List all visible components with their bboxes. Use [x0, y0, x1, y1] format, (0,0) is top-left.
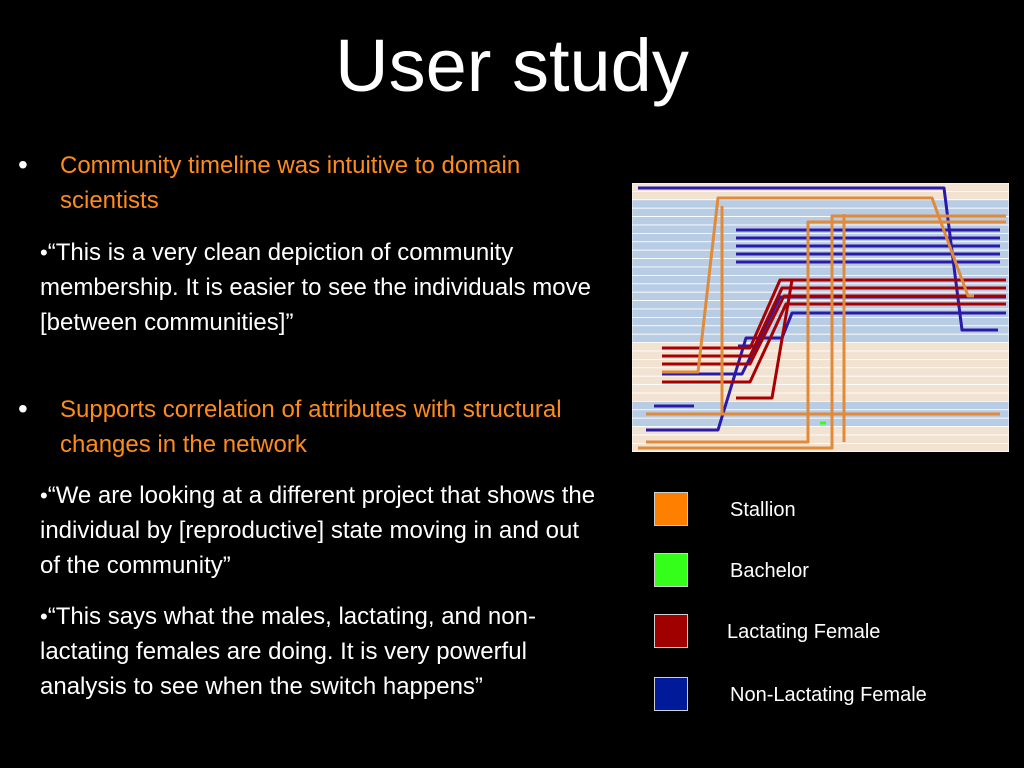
- legend-label-lactating-female: Lactating Female: [727, 621, 881, 643]
- sub-bullet-marker: •: [40, 240, 48, 265]
- trajectory-line: [736, 278, 1006, 400]
- legend-swatch-non-lactating-female: [654, 677, 688, 711]
- bullet-community-timeline: Community timeline was intuitive to doma…: [60, 152, 521, 214]
- legend-swatch-bachelor: [654, 553, 688, 587]
- quote-text: “We are looking at a different project t…: [40, 482, 596, 579]
- quote-different-project: •“We are looking at a different project …: [40, 478, 600, 583]
- quote-text: “This says what the males, lactating, an…: [40, 603, 536, 700]
- legend-label-bachelor: Bachelor: [730, 560, 809, 582]
- trajectory-line: [646, 220, 1006, 444]
- legend-item-lactating-female: Lactating Female: [654, 614, 994, 654]
- bullet-list: • Community timeline was intuitive to do…: [18, 149, 600, 704]
- quote-males-lactating: •“This says what the males, lactating, a…: [40, 599, 600, 704]
- trajectory-line: [662, 196, 974, 374]
- sub-bullet-marker: •: [40, 483, 48, 508]
- quote-clean-depiction: •“This is a very clean depiction of comm…: [40, 235, 600, 340]
- sub-bullet-marker: •: [40, 604, 48, 629]
- legend-swatch-stallion: [654, 492, 688, 526]
- timeline-band: [632, 325, 1009, 335]
- trajectory-line: [662, 302, 1006, 384]
- slide-title: User study: [335, 24, 689, 107]
- bullet-marker: •: [18, 149, 28, 180]
- community-timeline-image: [632, 183, 1009, 452]
- timeline-band: [632, 333, 1009, 343]
- legend-label-non-lactating-female: Non-Lactating Female: [730, 684, 927, 706]
- legend-item-stallion: Stallion: [654, 492, 994, 532]
- trajectory-line: [662, 286, 1006, 358]
- trajectory-line: [638, 214, 1006, 450]
- legend-item-bachelor: Bachelor: [654, 553, 994, 593]
- bullet-supports-correlation: Supports correlation of attributes with …: [60, 396, 562, 458]
- trajectory-line: [662, 294, 1006, 366]
- timeline-trajectories: [638, 186, 1006, 450]
- timeline-band: [632, 384, 1009, 394]
- timeline-band: [632, 316, 1009, 327]
- legend-label-stallion: Stallion: [730, 499, 796, 521]
- legend-item-non-lactating-female: Non-Lactating Female: [654, 677, 994, 717]
- timeline-band: [632, 266, 1009, 276]
- legend-swatch-lactating-female: [654, 614, 688, 648]
- bullet-marker: •: [18, 393, 28, 424]
- quote-text: “This is a very clean depiction of commu…: [40, 239, 591, 336]
- timeline-band: [632, 199, 1009, 209]
- timeline-band: [632, 392, 1009, 402]
